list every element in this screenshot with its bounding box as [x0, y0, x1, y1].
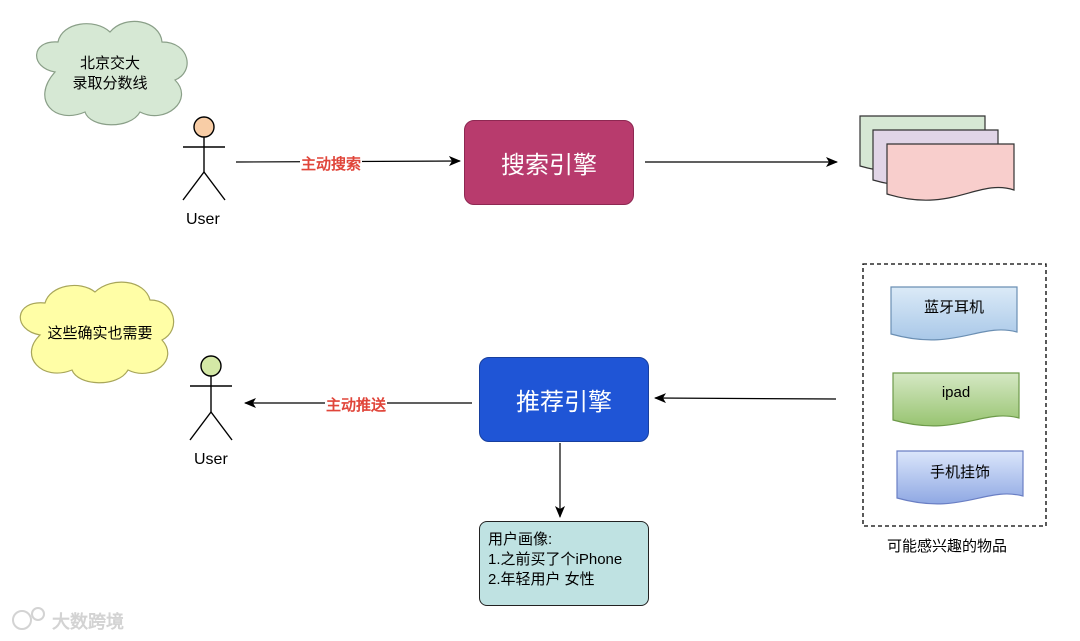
edge-label-active-push: 主动推送	[325, 394, 388, 415]
items-group-border	[862, 263, 1047, 527]
cloud-text-top: 北京交大 录取分数线	[72, 55, 148, 92]
items-group-caption: 可能感兴趣的物品	[887, 538, 1008, 555]
item-label-bluetooth-earphones: 蓝牙耳机	[923, 299, 984, 316]
watermark-logo-icon	[12, 607, 45, 630]
user-profile-line-1: 1.之前买了个iPhone	[488, 551, 623, 568]
user-profile-title: 用户画像:	[488, 531, 553, 548]
item-label-ipad: ipad	[941, 384, 971, 401]
cloud-shape-bottom	[19, 281, 175, 384]
item-label-phone-charm: 手机挂饰	[929, 464, 990, 481]
arrow-items-to-recommend	[654, 393, 837, 404]
user-figure-top	[182, 116, 226, 201]
item-doc-shape-3	[896, 450, 1024, 505]
watermark-text: 大数跨境	[52, 612, 124, 632]
recommend-engine-node: 推荐引擎	[479, 357, 649, 442]
cloud-shape-top	[36, 20, 188, 126]
search-results-stack	[859, 115, 1015, 201]
item-doc-shape-1	[890, 286, 1018, 341]
item-doc-shape-2	[892, 372, 1020, 427]
cloud-text-bottom: 这些确实也需要	[47, 325, 153, 342]
user-figure-bottom	[189, 355, 233, 441]
search-engine-node: 搜索引擎	[464, 120, 634, 205]
user-profile-box: 用户画像: 1.之前买了个iPhone 2.年轻用户 女性	[479, 521, 649, 606]
user-label-bottom: User	[194, 451, 228, 468]
user-profile-line-2: 2.年轻用户 女性	[488, 571, 595, 588]
edge-label-active-search: 主动搜索	[300, 153, 363, 174]
user-label-top: User	[186, 211, 220, 228]
